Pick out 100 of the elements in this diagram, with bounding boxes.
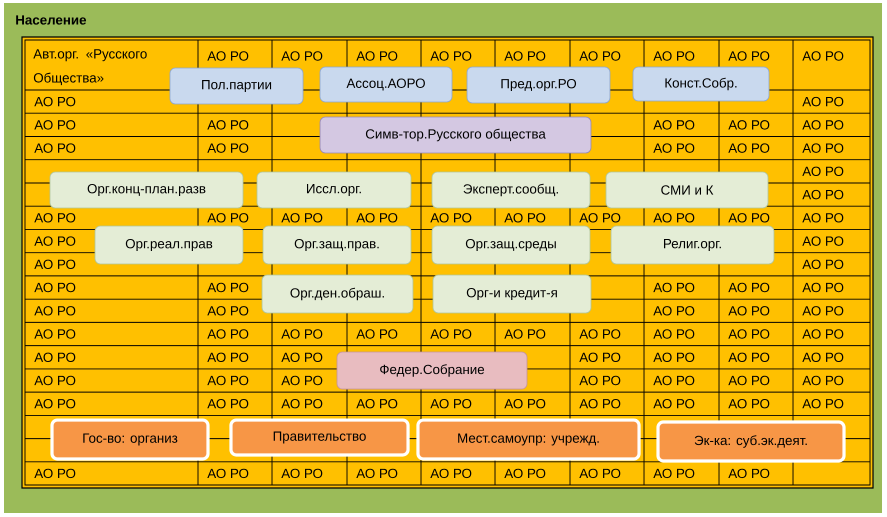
label-box: Мест.самоупр: учрежд. (416, 418, 641, 461)
entry-text: АО РО (653, 352, 694, 362)
entry-text: АО РО (34, 213, 76, 223)
entry-text: АО РО (728, 399, 770, 408)
label-box: Орг.конц-план.разв (50, 172, 244, 208)
entry-text: АО РО (579, 51, 620, 61)
entry-text: АО РО (802, 120, 844, 130)
entry-text: АО РО (579, 329, 620, 339)
label-box: Ассоц.АОРО (320, 66, 452, 102)
label-box: Пол.партии (170, 68, 304, 104)
entry-text: АО РО (34, 352, 76, 362)
entry-text: АО РО (207, 282, 248, 292)
entry-text: АО РО (728, 329, 770, 339)
label-box: Конст.Собр. (632, 66, 770, 102)
entry-text: АО РО (504, 399, 546, 408)
label-box: Эк-ка: суб.эк.деят. (656, 420, 846, 463)
label-box: Эксперт.сообщ. (432, 172, 590, 208)
entry-text: АО РО (579, 376, 620, 386)
entry-text: АО РО (207, 329, 248, 339)
entry-text: АО РО (356, 213, 398, 223)
entry-text: АО РО (653, 306, 694, 316)
entry-text: АО РО (34, 282, 76, 292)
entry-text: АО РО (281, 399, 322, 408)
entry-text: АО РО (34, 96, 76, 106)
entry-text: АО РО (653, 468, 694, 478)
label-box: Гос-во: организ (50, 418, 210, 461)
entry-text: АО РО (34, 329, 76, 339)
entry-text: АО РО (802, 51, 844, 61)
entry-text: АО РО (653, 376, 694, 386)
entry-text: АО РО (653, 213, 694, 223)
entry-text: АО РО (802, 96, 844, 106)
entry-text: АО РО (802, 166, 844, 176)
label-box: Правительство (229, 418, 410, 457)
entry-text: АО РО (356, 468, 398, 478)
entry-text: АО РО (356, 329, 398, 339)
entry-text: АО РО (653, 120, 694, 130)
entry-text: АО РО (728, 306, 770, 316)
entry-text: АО РО (34, 120, 76, 130)
label-box: СМИ и К (606, 172, 768, 208)
entry-text: АО РО (728, 376, 770, 386)
entry-text: АО РО (430, 329, 472, 339)
entry-text: АО РО (34, 376, 76, 386)
entry-text: АО РО (207, 306, 248, 316)
entry-text: АО РО (430, 468, 472, 478)
entry-text: АО РО (34, 468, 76, 478)
entry-text: АО РО (728, 143, 770, 153)
entry-text: АО РО (34, 399, 76, 408)
entry-text: АО РО (207, 399, 248, 408)
entry-text: АО РО (504, 329, 546, 339)
label-box: Орг.реал.прав (94, 226, 244, 264)
label-box: Федер.Собрание (336, 352, 528, 390)
entry-text: АО РО (802, 329, 844, 339)
entry-text: АО РО (653, 282, 694, 292)
label-box: Орг.защ.среды (432, 226, 590, 264)
label-box: Религ.орг. (610, 226, 774, 264)
entry-text: АО РО (430, 213, 472, 223)
entry-text: АО РО (579, 213, 620, 223)
entry-text: АО РО (34, 236, 76, 246)
label-box: Орг-и кредит-я (432, 274, 592, 314)
entry-text: АО РО (207, 376, 248, 386)
entry-text: АО РО (207, 352, 248, 362)
entry-text: АО РО (281, 468, 322, 478)
entry-text: АО РО (579, 468, 620, 478)
label-box: Орг.ден.обраш. (262, 274, 414, 314)
entry-text: АО РО (504, 213, 546, 223)
entry-text: АО РО (802, 213, 844, 223)
entry-text: АО РО (653, 143, 694, 153)
label-box: Иссл.орг. (256, 172, 412, 208)
title-text: Население (16, 15, 86, 25)
entry-text: АО РО (34, 260, 76, 270)
entry-text: АО РО (802, 260, 844, 270)
entry-text: АО РО (802, 236, 844, 246)
entry-text: АО РО (281, 51, 322, 61)
entry-text: АО РО (802, 306, 844, 316)
entry-text: АО РО (281, 352, 322, 362)
entry-text: АО РО (653, 399, 694, 408)
label-box: Симв-тор.Русского общества (320, 116, 592, 154)
entry-text: АО РО (207, 120, 248, 130)
label-box: Орг.защ.прав. (262, 226, 412, 264)
entry-text: АО РО (34, 143, 76, 153)
entry-text: АО РО (34, 306, 76, 316)
entry-text: АО РО (207, 213, 248, 223)
entry-text: Авт.орг. «Русского Общества» (33, 49, 147, 86)
entry-text: АО РО (653, 329, 694, 339)
label-box: Пред.орг.РО (466, 66, 610, 104)
entry-text: АО РО (430, 51, 472, 61)
entry-text: АО РО (281, 213, 322, 223)
entry-text: АО РО (281, 376, 322, 386)
entry-text: АО РО (281, 329, 322, 339)
entry-text: АО РО (728, 213, 770, 223)
entry-text: АО РО (802, 376, 844, 386)
entry-text: АО РО (728, 120, 770, 130)
entry-text: АО РО (802, 143, 844, 153)
entry-text: АО РО (430, 399, 472, 408)
entry-text: АО РО (802, 190, 844, 200)
entry-text: АО РО (356, 399, 398, 408)
entry-text: АО РО (728, 282, 770, 292)
entry-text: АО РО (207, 143, 248, 153)
entry-text: АО РО (802, 352, 844, 362)
entry-text: АО РО (802, 399, 844, 408)
